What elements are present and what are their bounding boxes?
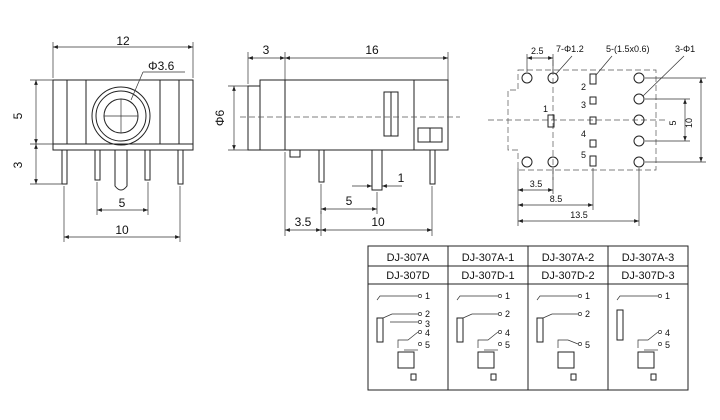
dim-flange: 3	[263, 43, 270, 57]
dim-pin-width: 1	[398, 171, 405, 185]
dim-hole-diameter: Φ3.6	[148, 59, 175, 73]
label-7-holes: 7-Φ1.2	[556, 44, 584, 54]
schem-a-pin-5: 5	[425, 340, 430, 350]
dim-front-offset: 3.5	[295, 215, 312, 229]
dim-height-10: 10	[684, 118, 694, 128]
pin-label-4: 4	[581, 129, 586, 139]
label-3-holes: 3-Φ1	[675, 44, 695, 54]
cell-r2c2: DJ-307D-1	[461, 270, 514, 282]
footprint-view: 1 2 3 4 5 2.5 7-Φ1.2 5-(1.5x0.6) 3-Φ1 5 …	[488, 44, 706, 226]
dim-side-diameter: Φ6	[213, 110, 227, 127]
schem-a-pin-3: 3	[425, 319, 430, 329]
schematic-d: 1 4 5	[616, 291, 670, 381]
label-5-slots: 5-(1.5x0.6)	[606, 44, 650, 54]
schem-c-pin-2: 2	[585, 309, 590, 319]
schem-b-pin-1: 1	[505, 291, 510, 301]
front-view: 12 Φ3.6 5 3 5	[11, 34, 194, 242]
variant-table: DJ-307A DJ-307A-1 DJ-307A-2 DJ-307A-3 DJ…	[367, 245, 689, 391]
dim-front-height: 5	[11, 112, 25, 119]
dim-pin-height: 3	[11, 161, 25, 168]
cell-r2c1: DJ-307D	[386, 270, 429, 282]
dim-front-bottom-width: 10	[115, 223, 129, 237]
schem-d-pin-4: 4	[665, 328, 670, 338]
schem-d-pin-5: 5	[665, 340, 670, 350]
pin-label-5: 5	[581, 150, 586, 160]
schem-b-pin-2: 2	[505, 309, 510, 319]
dim-front-width: 12	[116, 34, 130, 48]
dim-height-5: 5	[668, 120, 678, 125]
pin-label-3: 3	[581, 100, 586, 110]
dim-side-pin-spacing: 5	[346, 194, 353, 208]
schem-b-pin-5: 5	[505, 340, 510, 350]
schem-c-pin-1: 1	[585, 291, 590, 301]
schematic-c: 1 2 5	[536, 291, 590, 381]
cell-r2c4: DJ-307D-3	[621, 270, 674, 282]
cell-r1c3: DJ-307A-2	[542, 252, 595, 264]
schem-a-pin-2: 2	[425, 309, 430, 319]
dim-35: 3.5	[530, 179, 543, 189]
schematic-a: 1 2 3 4 5	[376, 291, 430, 381]
schem-a-pin-4: 4	[425, 328, 430, 338]
dim-pin-spacing: 5	[119, 196, 126, 210]
cell-r1c4: DJ-307A-3	[622, 252, 675, 264]
dim-pin-span: 10	[371, 215, 385, 229]
schem-b-pin-4: 4	[505, 328, 510, 338]
cell-r1c1: DJ-307A	[387, 252, 430, 264]
schematic-b: 1 2 4 5	[456, 291, 510, 381]
schem-d-pin-1: 1	[665, 291, 670, 301]
pin-label-2: 2	[581, 82, 586, 92]
dim-85: 8.5	[550, 194, 563, 204]
schem-a-pin-1: 1	[425, 291, 430, 301]
dim-25: 2.5	[531, 46, 544, 56]
cell-r2c3: DJ-307D-2	[541, 270, 594, 282]
dim-body-length: 16	[365, 43, 379, 57]
schem-c-pin-5: 5	[585, 340, 590, 350]
pin-label-1: 1	[543, 104, 548, 114]
side-view: 3 16 Φ6 1 5	[213, 43, 460, 236]
dim-135: 13.5	[570, 210, 588, 220]
cell-r1c2: DJ-307A-1	[462, 252, 515, 264]
